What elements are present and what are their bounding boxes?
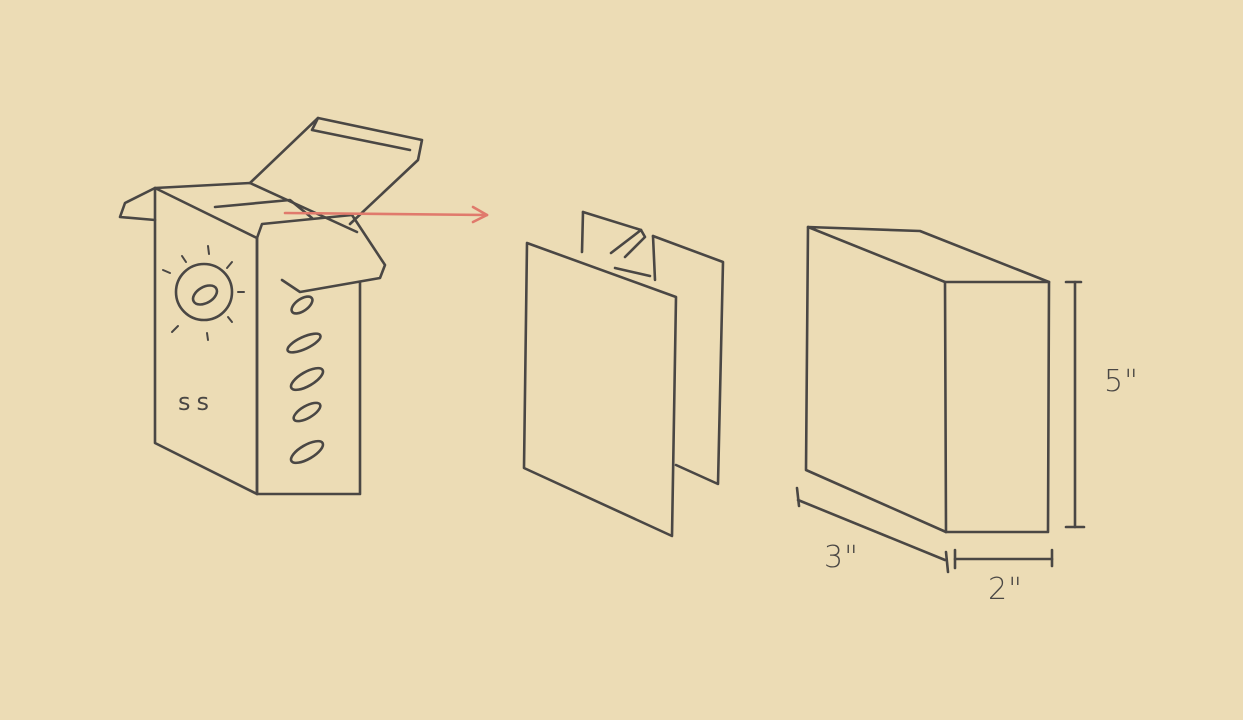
carton-side-ovals (286, 295, 325, 465)
depth-dimension-line (795, 486, 950, 574)
height-dimension-line (1064, 280, 1086, 529)
carton-print-text: ss (178, 388, 216, 416)
transform-arrow-icon (283, 205, 489, 224)
open-carton (118, 116, 424, 496)
dimension-block (795, 225, 1086, 574)
sun-logo-icon (162, 245, 245, 341)
height-label: 5" (1104, 364, 1139, 399)
width-dimension-line (953, 548, 1054, 570)
width-label: 2" (988, 572, 1023, 607)
cut-carton-panels (522, 210, 725, 538)
depth-label: 3" (824, 540, 859, 575)
